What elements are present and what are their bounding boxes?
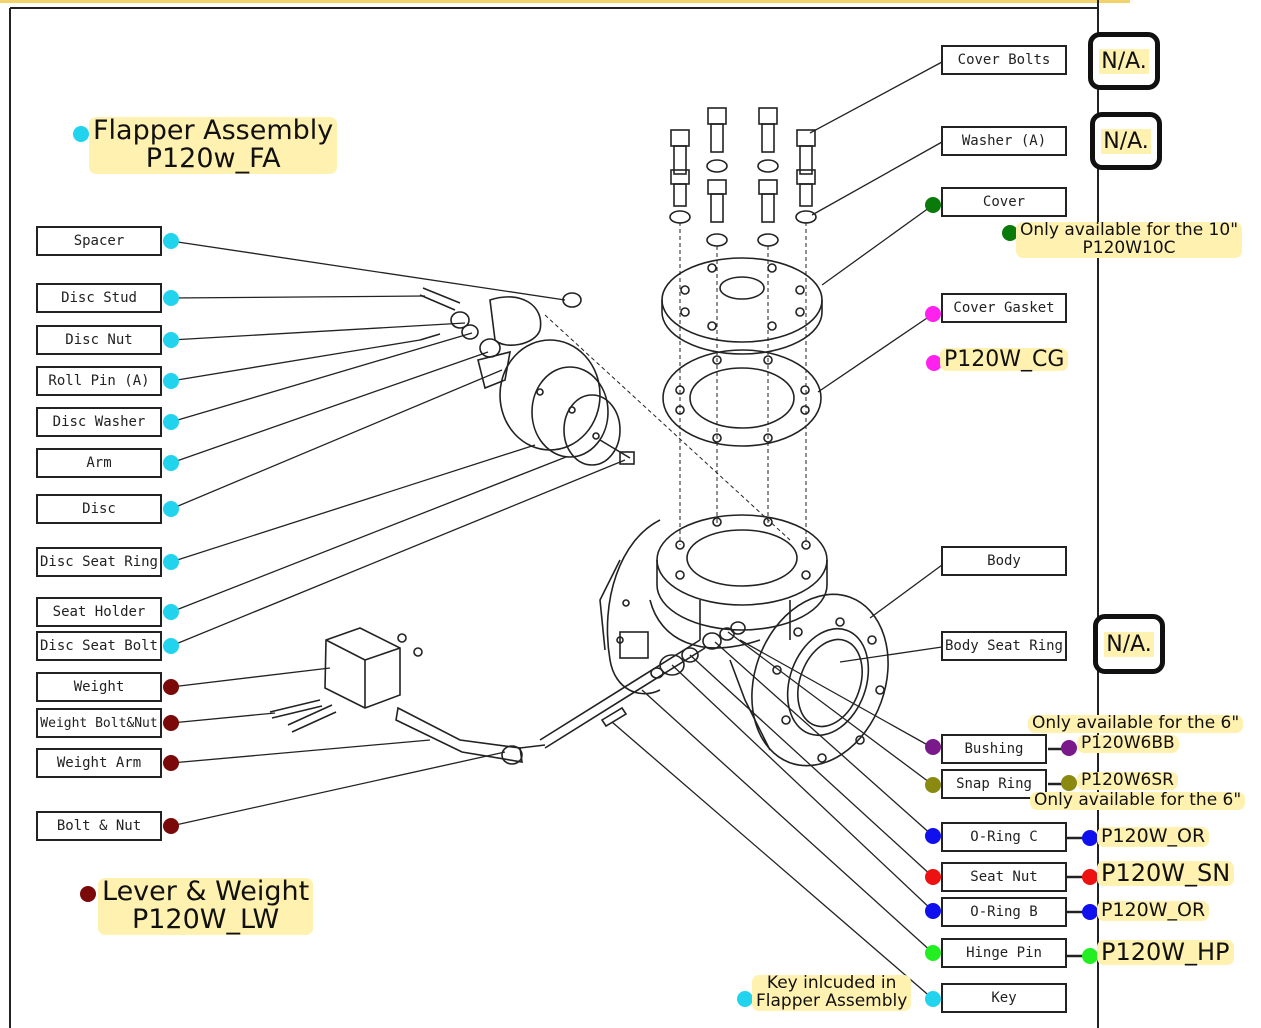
dot-weight-bolt: [163, 715, 179, 731]
cover-note-line2: P120W10C: [1082, 237, 1176, 258]
gasket-code: P120W_CG: [940, 348, 1069, 371]
lever-weight-code: P120W_LW: [131, 904, 280, 936]
cover-bolts-drawing: [669, 107, 817, 247]
label-snap-ring: Snap Ring: [941, 769, 1047, 799]
label-body-seat-ring: Body Seat Ring: [941, 631, 1067, 661]
label-disc-nut: Disc Nut: [36, 325, 162, 355]
dot-seat-nut-code: [1082, 869, 1098, 885]
dot-hinge-pin: [925, 945, 941, 961]
o-ring-c-code: P120W_OR: [1097, 826, 1210, 847]
dot-gasket-code: [926, 355, 942, 371]
label-cover-bolts: Cover Bolts: [941, 45, 1067, 75]
label-weight: Weight: [36, 672, 162, 702]
dot-o-ring-b: [925, 903, 941, 919]
cover-note-line1: Only available for the 10": [1020, 220, 1239, 240]
seat-nut-code: P120W_SN: [1097, 860, 1235, 887]
lever-weight-title: Lever & Weight P120W_LW: [98, 876, 314, 936]
dot-o-ring-c-code: [1082, 830, 1098, 846]
label-seat-holder: Seat Holder: [36, 597, 162, 627]
hinge-pin-drawing: [539, 621, 746, 749]
key-note: Key inlcuded in Flapper Assembly: [752, 973, 912, 1011]
label-spacer: Spacer: [36, 226, 162, 256]
cover-availability-note: Only available for the 10" P120W10C: [1016, 220, 1243, 258]
flapper-assembly-code: P120w_FA: [145, 143, 281, 175]
snap-ring-code: P120W6SR: [1077, 771, 1178, 790]
dot-disc-stud: [163, 290, 179, 306]
o-ring-b-code: P120W_OR: [1097, 900, 1210, 921]
dot-bushing: [925, 739, 941, 755]
label-seat-nut: Seat Nut: [941, 862, 1067, 892]
label-disc-seat-ring: Disc Seat Ring: [36, 547, 162, 577]
dot-key: [925, 991, 941, 1007]
dot-disc-seat-ring: [163, 554, 179, 570]
dot-cover: [925, 197, 941, 213]
key-note-line2: Flapper Assembly: [756, 990, 908, 1011]
dot-o-ring-c: [925, 828, 941, 844]
dot-snap-code: [1061, 775, 1077, 791]
na-text: N/A.: [1099, 48, 1149, 74]
dot-cover-gasket: [925, 306, 941, 322]
label-bolt-nut: Bolt & Nut: [36, 811, 162, 841]
flapper-dot: [73, 126, 89, 142]
dot-disc-nut: [163, 332, 179, 348]
dot-roll-pin: [163, 373, 179, 389]
flapper-assembly-drawing: [419, 287, 635, 466]
label-washer-a: Washer (A): [941, 126, 1067, 156]
dot-o-ring-b-code: [1082, 904, 1098, 920]
na-text: N/A.: [1101, 128, 1151, 154]
dot-arm: [163, 455, 179, 471]
cover-drawing: [661, 257, 823, 355]
dot-key-note: [737, 991, 753, 1007]
bushing-code: P120W6BB: [1077, 734, 1179, 753]
dot-weight-arm: [163, 755, 179, 771]
label-hinge-pin: Hinge Pin: [941, 938, 1067, 968]
body-drawing: [599, 514, 889, 767]
label-arm: Arm: [36, 448, 162, 478]
label-cover-gasket: Cover Gasket: [941, 293, 1067, 323]
flapper-assembly-title: Flapper Assembly P120w_FA: [89, 115, 338, 175]
dot-cover-note: [1002, 225, 1018, 241]
label-o-ring-c: O-Ring C: [941, 822, 1067, 852]
lever-weight-name: Lever & Weight: [102, 876, 310, 907]
label-o-ring-b: O-Ring B: [941, 897, 1067, 927]
lever-dot: [80, 886, 96, 902]
dot-hinge-code: [1082, 948, 1098, 964]
snap-ring-availability-note: Only available for the 6": [1030, 791, 1246, 810]
na-box-body-seat-ring: N/A.: [1093, 614, 1165, 674]
cover-gasket-drawing: [662, 349, 822, 447]
na-box-cover-bolts: N/A.: [1088, 32, 1160, 90]
dot-spacer: [163, 233, 179, 249]
label-body: Body: [941, 546, 1067, 576]
dot-snap-ring: [925, 777, 941, 793]
dot-disc: [163, 501, 179, 517]
na-box-washer: N/A.: [1090, 112, 1162, 170]
bushing-availability-note: Only available for the 6": [1028, 714, 1244, 733]
label-key: Key: [941, 983, 1067, 1013]
dot-disc-washer: [163, 414, 179, 430]
label-bushing: Bushing: [941, 734, 1047, 764]
dot-bolt-nut: [163, 818, 179, 834]
flapper-assembly-name: Flapper Assembly: [93, 115, 334, 146]
label-disc-washer: Disc Washer: [36, 407, 162, 437]
lever-weight-drawing: [269, 627, 546, 765]
label-disc: Disc: [36, 494, 162, 524]
na-text: N/A.: [1104, 631, 1154, 657]
label-cover: Cover: [941, 187, 1067, 217]
hinge-pin-code: P120W_HP: [1097, 939, 1234, 966]
label-weight-bolt-nut: Weight Bolt&Nut: [36, 708, 162, 738]
label-disc-stud: Disc Stud: [36, 283, 162, 313]
dot-seat-nut: [925, 869, 941, 885]
dot-seat-holder: [163, 604, 179, 620]
dot-disc-seat-bolt: [163, 638, 179, 654]
label-weight-arm: Weight Arm: [36, 748, 162, 778]
label-roll-pin-a: Roll Pin (A): [36, 366, 162, 396]
label-disc-seat-bolt: Disc Seat Bolt: [36, 631, 162, 661]
key-note-line1: Key inlcuded in: [766, 973, 897, 993]
dot-weight: [163, 679, 179, 695]
dot-bushing-code: [1061, 740, 1077, 756]
